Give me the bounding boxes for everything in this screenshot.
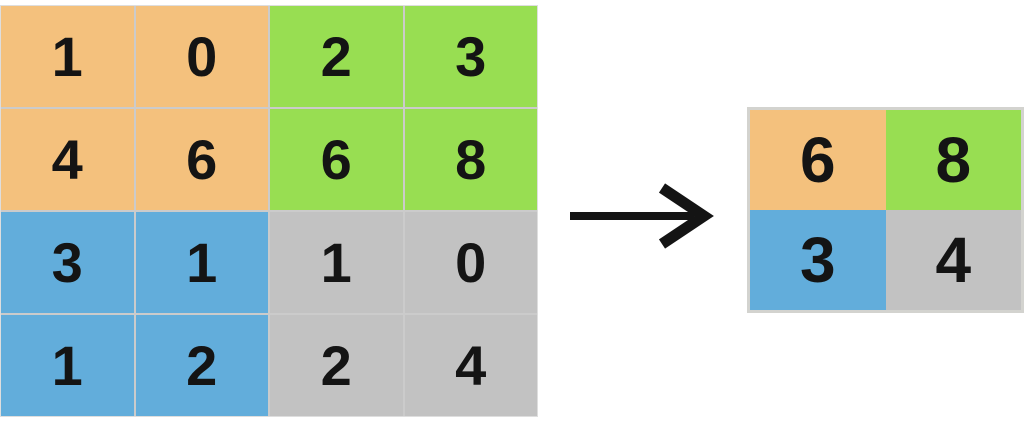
input-cell-r0c3: 3 [404,6,537,107]
input-cell-r1c0: 4 [1,109,134,210]
output-cell-r1c0: 3 [750,210,886,310]
output-cell-r0c1: 8 [885,110,1021,210]
input-cell-r3c2: 2 [270,315,403,416]
input-cell-r0c1: 0 [135,6,268,107]
input-cell-r3c3: 4 [404,315,537,416]
input-matrix: 1 0 2 3 4 6 6 8 3 1 1 0 1 2 2 4 [0,5,538,417]
output-cell-r1c1: 4 [885,210,1021,310]
input-cell-r1c1: 6 [135,109,268,210]
input-cell-r2c0: 3 [1,212,134,313]
input-cell-r3c1: 2 [135,315,268,416]
input-cell-r0c0: 1 [1,6,134,107]
input-cell-r1c2: 6 [270,109,403,210]
input-cell-r2c1: 1 [135,212,268,313]
input-cell-r1c3: 8 [404,109,537,210]
input-cell-r3c0: 1 [1,315,134,416]
output-cell-r0c0: 6 [750,110,886,210]
input-cell-r0c2: 2 [270,6,403,107]
input-cell-r2c3: 0 [404,212,537,313]
output-matrix: 6 8 3 4 [747,107,1024,313]
input-cell-r2c2: 1 [270,212,403,313]
right-arrow-icon [556,172,714,256]
